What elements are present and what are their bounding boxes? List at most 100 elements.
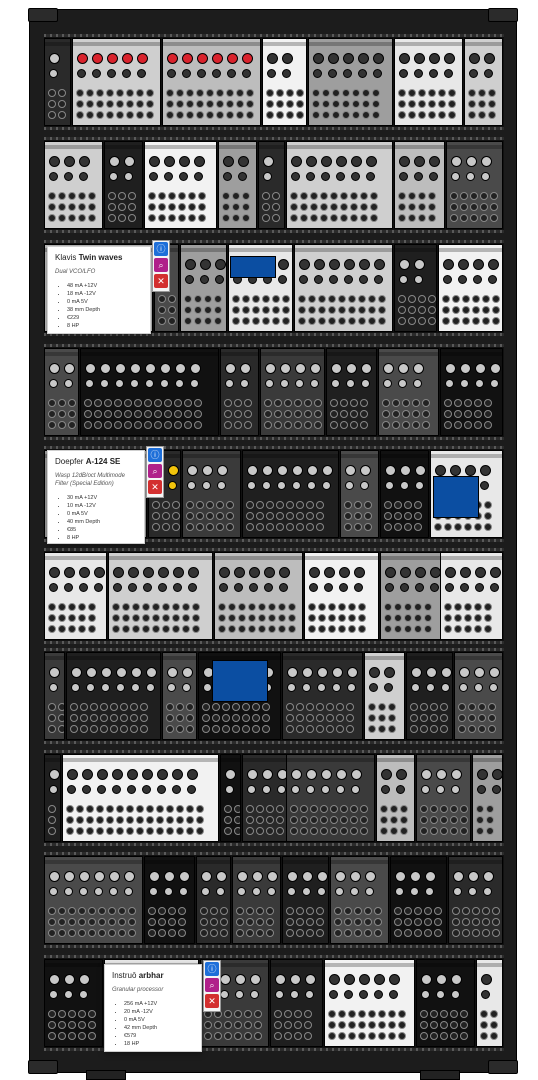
patch-jack[interactable]: [418, 100, 426, 108]
knob[interactable]: [374, 990, 383, 999]
patch-jack[interactable]: [310, 827, 318, 835]
knob[interactable]: [164, 156, 175, 167]
patch-jack[interactable]: [454, 614, 462, 622]
patch-jack[interactable]: [168, 306, 176, 314]
patch-jack[interactable]: [294, 1021, 302, 1029]
eurorack-module[interactable]: [294, 244, 393, 332]
patch-jack[interactable]: [400, 805, 408, 813]
eurorack-module[interactable]: [440, 552, 503, 640]
patch-jack[interactable]: [194, 421, 202, 429]
patch-jack[interactable]: [172, 523, 180, 531]
knob[interactable]: [358, 69, 367, 78]
patch-jack[interactable]: [224, 827, 232, 835]
patch-jack[interactable]: [398, 1021, 406, 1029]
patch-jack[interactable]: [316, 714, 324, 722]
patch-jack[interactable]: [168, 203, 176, 211]
patch-jack[interactable]: [358, 317, 366, 325]
patch-jack[interactable]: [176, 805, 184, 813]
patch-jack[interactable]: [464, 625, 472, 633]
patch-jack[interactable]: [126, 827, 134, 835]
knob[interactable]: [310, 379, 319, 388]
knob[interactable]: [263, 156, 274, 167]
patch-jack[interactable]: [298, 306, 306, 314]
knob[interactable]: [107, 53, 118, 64]
knob[interactable]: [413, 363, 424, 374]
knob[interactable]: [79, 156, 90, 167]
patch-jack[interactable]: [58, 203, 66, 211]
patch-jack[interactable]: [262, 317, 270, 325]
knob[interactable]: [291, 156, 302, 167]
patch-jack[interactable]: [94, 399, 102, 407]
knob[interactable]: [265, 363, 276, 374]
knob[interactable]: [451, 990, 460, 999]
knob[interactable]: [444, 69, 453, 78]
patch-jack[interactable]: [186, 89, 194, 97]
patch-jack[interactable]: [448, 89, 456, 97]
patch-jack[interactable]: [196, 523, 204, 531]
knob[interactable]: [360, 465, 371, 476]
patch-jack[interactable]: [282, 295, 290, 303]
patch-jack[interactable]: [322, 111, 330, 119]
patch-jack[interactable]: [338, 295, 346, 303]
knob[interactable]: [451, 974, 462, 985]
patch-jack[interactable]: [48, 816, 56, 824]
patch-jack[interactable]: [468, 100, 476, 108]
knob[interactable]: [109, 871, 120, 882]
patch-jack[interactable]: [382, 421, 390, 429]
knob[interactable]: [411, 667, 422, 678]
patch-jack[interactable]: [116, 89, 124, 97]
patch-jack[interactable]: [474, 603, 482, 611]
eurorack-module[interactable]: [326, 348, 377, 436]
knob[interactable]: [124, 172, 133, 181]
knob[interactable]: [469, 69, 478, 78]
patch-jack[interactable]: [276, 523, 284, 531]
knob[interactable]: [346, 363, 357, 374]
patch-jack[interactable]: [316, 725, 324, 733]
patch-jack[interactable]: [234, 1010, 242, 1018]
patch-jack[interactable]: [224, 1010, 232, 1018]
knob[interactable]: [490, 363, 501, 374]
patch-jack[interactable]: [398, 306, 406, 314]
patch-jack[interactable]: [264, 421, 272, 429]
eurorack-module[interactable]: [308, 38, 393, 126]
patch-jack[interactable]: [128, 214, 136, 222]
patch-jack[interactable]: [398, 214, 406, 222]
knob[interactable]: [275, 990, 284, 999]
patch-jack[interactable]: [244, 1010, 252, 1018]
patch-jack[interactable]: [232, 203, 240, 211]
knob[interactable]: [411, 683, 420, 692]
patch-jack[interactable]: [330, 805, 338, 813]
patch-jack[interactable]: [118, 214, 126, 222]
knob[interactable]: [306, 785, 315, 794]
patch-jack[interactable]: [338, 603, 346, 611]
knob[interactable]: [167, 667, 178, 678]
patch-jack[interactable]: [276, 100, 284, 108]
knob[interactable]: [436, 769, 447, 780]
patch-jack[interactable]: [460, 816, 468, 824]
patch-jack[interactable]: [186, 714, 194, 722]
knob[interactable]: [400, 481, 409, 490]
patch-jack[interactable]: [336, 714, 344, 722]
knob[interactable]: [237, 887, 246, 896]
knob[interactable]: [305, 990, 314, 999]
patch-jack[interactable]: [296, 89, 304, 97]
patch-jack[interactable]: [462, 929, 470, 937]
patch-jack[interactable]: [58, 214, 66, 222]
patch-jack[interactable]: [488, 111, 496, 119]
patch-jack[interactable]: [152, 603, 160, 611]
knob[interactable]: [468, 871, 479, 882]
patch-jack[interactable]: [148, 929, 156, 937]
knob[interactable]: [202, 465, 213, 476]
knob[interactable]: [188, 567, 199, 578]
patch-jack[interactable]: [216, 501, 224, 509]
patch-jack[interactable]: [360, 203, 368, 211]
patch-jack[interactable]: [388, 725, 396, 733]
patch-jack[interactable]: [330, 421, 338, 429]
knob[interactable]: [475, 363, 486, 374]
patch-jack[interactable]: [402, 410, 410, 418]
patch-jack[interactable]: [354, 512, 362, 520]
patch-jack[interactable]: [296, 929, 304, 937]
patch-jack[interactable]: [278, 603, 286, 611]
knob[interactable]: [167, 53, 178, 64]
eurorack-module[interactable]: [406, 652, 453, 740]
